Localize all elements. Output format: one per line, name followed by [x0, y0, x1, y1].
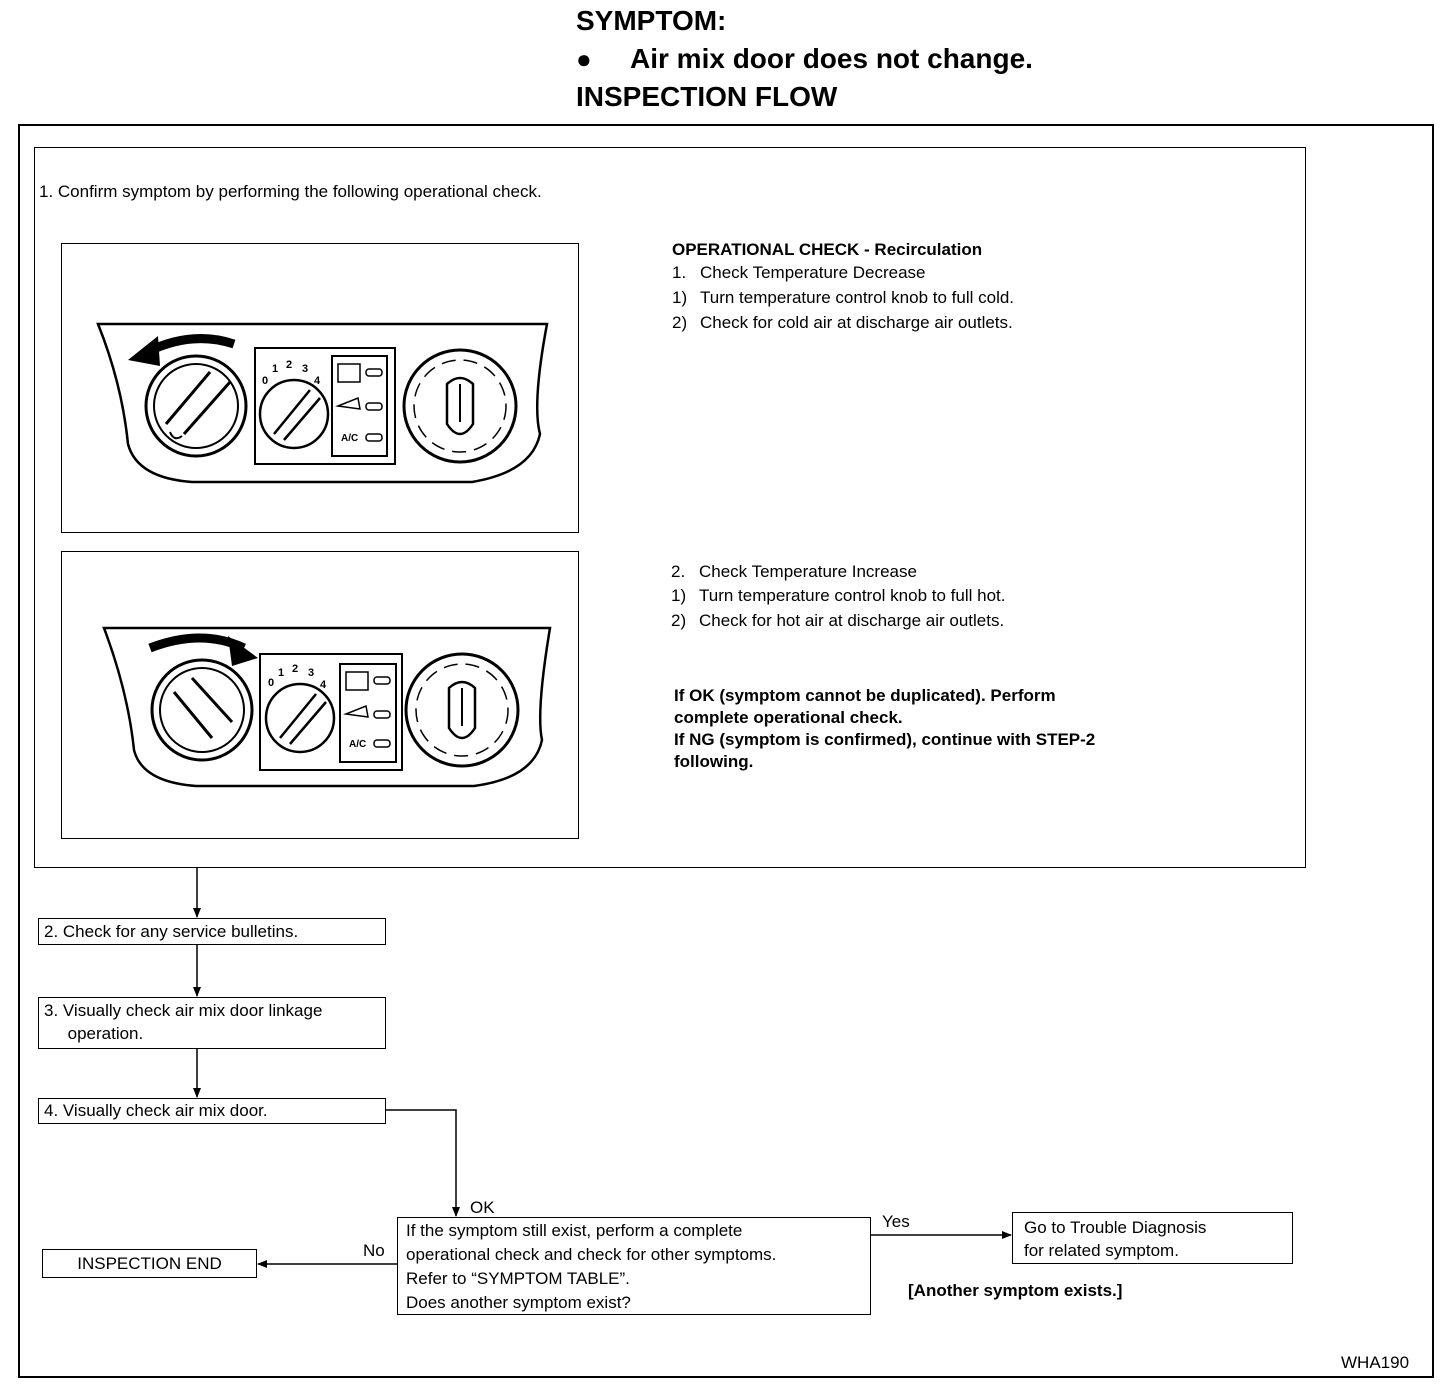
- step4-box: 4. Visually check air mix door.: [38, 1098, 386, 1124]
- decision-line-1: If the symptom still exist, perform a co…: [406, 1221, 743, 1240]
- control-panel-hot-illustration: 0 1 2 3 4 A/C: [102, 626, 552, 788]
- trouble-diagnosis-box: Go to Trouble Diagnosis for related symp…: [1012, 1212, 1293, 1264]
- step2-box: 2. Check for any service bulletins.: [38, 918, 386, 945]
- step3-line-1: 3. Visually check air mix door linkage: [44, 1001, 323, 1020]
- op-decrease-line-3: 2)Check for cold air at discharge air ou…: [672, 313, 1013, 332]
- step3-line-2: operation.: [44, 1024, 144, 1043]
- step1-text: 1. Confirm symptom by performing the fol…: [39, 182, 542, 201]
- svg-text:2: 2: [286, 359, 292, 371]
- fan-speed-labels: 0: [262, 375, 268, 387]
- no-label: No: [363, 1241, 385, 1260]
- svg-text:3: 3: [302, 363, 308, 375]
- another-symptom-label: [Another symptom exists.]: [908, 1281, 1123, 1300]
- op-increase-line-2: 1)Turn temperature control knob to full …: [671, 586, 1006, 605]
- op-increase-line-1: 2.Check Temperature Increase: [671, 562, 917, 581]
- op-increase-line-3: 2)Check for hot air at discharge air out…: [671, 611, 1005, 630]
- step1-box: [34, 147, 1306, 868]
- symptom-text: Air mix door does not change.: [630, 43, 1033, 74]
- step2-text: 2. Check for any service bulletins.: [44, 922, 299, 941]
- svg-text:A/C: A/C: [349, 739, 366, 750]
- result-line-3: If NG (symptom is confirmed), continue w…: [674, 730, 1096, 749]
- decision-box: If the symptom still exist, perform a co…: [397, 1217, 871, 1315]
- svg-text:4: 4: [314, 375, 321, 387]
- recirc-icon: [335, 396, 361, 410]
- inspection-end-box: INSPECTION END: [42, 1249, 257, 1278]
- op-decrease-line-1: 1.Check Temperature Decrease: [672, 263, 926, 282]
- step4-text: 4. Visually check air mix door.: [44, 1101, 268, 1120]
- result-line-2: complete operational check.: [674, 708, 903, 727]
- inspection-flow-heading: INSPECTION FLOW: [576, 81, 838, 112]
- ac-label: A/C: [341, 433, 358, 444]
- ok-label: OK: [470, 1198, 495, 1217]
- svg-text:4: 4: [320, 679, 327, 691]
- figure-code: WHA190: [1341, 1353, 1410, 1372]
- result-line-1: If OK (symptom cannot be duplicated). Pe…: [674, 686, 1056, 705]
- svg-text:1: 1: [272, 363, 278, 375]
- step3-box: 3. Visually check air mix door linkage o…: [38, 997, 386, 1049]
- svg-text:0: 0: [268, 677, 274, 689]
- svg-text:2: 2: [292, 663, 298, 675]
- op-decrease-line-2: 1)Turn temperature control knob to full …: [672, 288, 1015, 307]
- symptom-bullet: ●: [576, 44, 592, 74]
- inspection-end-text: INSPECTION END: [77, 1254, 222, 1273]
- yes-label: Yes: [882, 1212, 910, 1231]
- trouble-line-2: for related symptom.: [1024, 1241, 1179, 1260]
- decision-line-2: operational check and check for other sy…: [406, 1245, 777, 1264]
- symptom-heading: SYMPTOM:: [576, 5, 727, 36]
- trouble-line-1: Go to Trouble Diagnosis: [1024, 1218, 1207, 1237]
- decision-line-4: Does another symptom exist?: [406, 1293, 631, 1312]
- op-check-heading: OPERATIONAL CHECK - Recirculation: [672, 240, 983, 259]
- result-line-4: following.: [674, 752, 754, 771]
- defrost-icon: [337, 363, 361, 383]
- svg-text:3: 3: [308, 667, 314, 679]
- outer-frame: [18, 124, 1434, 1378]
- figure-cold: 0 1 2 3 4 A/C: [61, 243, 579, 533]
- decision-line-3: Refer to “SYMPTOM TABLE”.: [406, 1269, 630, 1288]
- svg-text:1: 1: [278, 667, 284, 679]
- control-panel-cold-illustration: 0 1 2 3 4 A/C: [96, 322, 549, 484]
- figure-hot: 0 1 2 3 4 A/C: [61, 551, 579, 839]
